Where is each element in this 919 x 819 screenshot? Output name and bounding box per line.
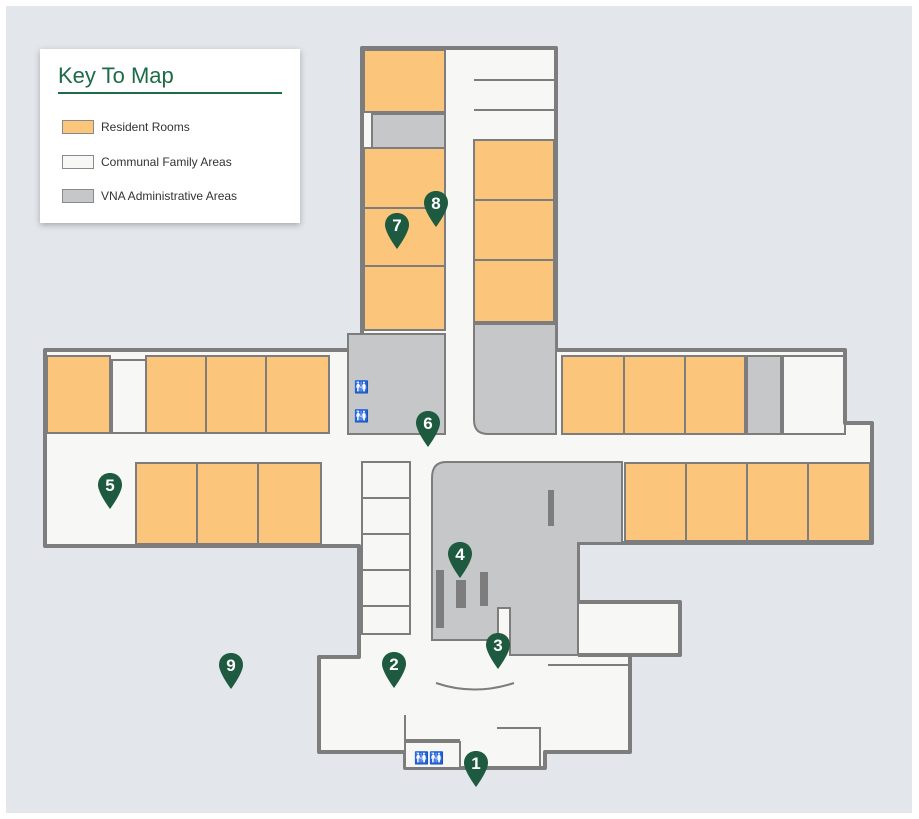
legend-label: Communal Family Areas (101, 155, 232, 169)
map-pin-icon (382, 652, 406, 688)
legend-label: VNA Administrative Areas (101, 189, 238, 203)
legend-swatch-resident (62, 120, 94, 134)
marker-label: 8 (431, 194, 441, 213)
map-pin-icon (448, 542, 472, 578)
map-marker-5[interactable]: 5 (97, 472, 123, 510)
legend-title: Key To Map (58, 63, 174, 88)
map-pin-icon (486, 633, 510, 669)
map-pin-icon (416, 411, 440, 447)
map-marker-8[interactable]: 8 (423, 190, 449, 228)
floor-plan-map: 🚻 🚻 🚻🚻 1 2 3 4 5 6 7 8 9 (6, 6, 912, 813)
map-marker-1[interactable]: 1 (463, 750, 489, 788)
marker-label: 2 (389, 655, 399, 674)
marker-label: 5 (105, 476, 115, 495)
map-pin-icon (464, 751, 488, 787)
marker-label: 9 (226, 656, 236, 675)
map-pin-icon (98, 473, 122, 509)
equipment-blocks (436, 490, 554, 628)
marker-label: 7 (392, 216, 402, 235)
restroom-icon: 🚻 (354, 409, 369, 423)
map-pin-icon (385, 213, 409, 249)
east-annex-walls (578, 600, 680, 657)
marker-label: 1 (471, 754, 481, 773)
map-pin-icon (219, 653, 243, 689)
map-legend: Key To Map Resident Rooms Communal Famil… (40, 49, 300, 223)
legend-swatch-admin (62, 189, 94, 203)
marker-label: 3 (493, 636, 503, 655)
legend-item-communal-areas: Communal Family Areas (62, 155, 232, 169)
floor-plan-drawing (43, 46, 874, 770)
legend-divider (58, 92, 282, 94)
marker-label: 6 (423, 414, 433, 433)
entrance-arc (435, 682, 515, 691)
legend-label: Resident Rooms (101, 120, 190, 134)
map-marker-9[interactable]: 9 (218, 652, 244, 690)
restroom-icon: 🚻 (354, 380, 369, 394)
legend-item-resident-rooms: Resident Rooms (62, 120, 190, 134)
map-marker-4[interactable]: 4 (447, 541, 473, 579)
map-marker-7[interactable]: 7 (384, 212, 410, 250)
map-marker-3[interactable]: 3 (485, 632, 511, 670)
restroom-icon: 🚻🚻 (414, 751, 444, 765)
restroom-block-south (404, 741, 461, 769)
map-marker-6[interactable]: 6 (415, 410, 441, 448)
marker-label: 4 (455, 545, 465, 564)
map-pin-icon (424, 191, 448, 227)
admin-areas (347, 113, 782, 656)
map-marker-2[interactable]: 2 (381, 651, 407, 689)
interior-walls (111, 79, 846, 766)
legend-swatch-communal (62, 155, 94, 169)
legend-item-admin-areas: VNA Administrative Areas (62, 189, 237, 203)
